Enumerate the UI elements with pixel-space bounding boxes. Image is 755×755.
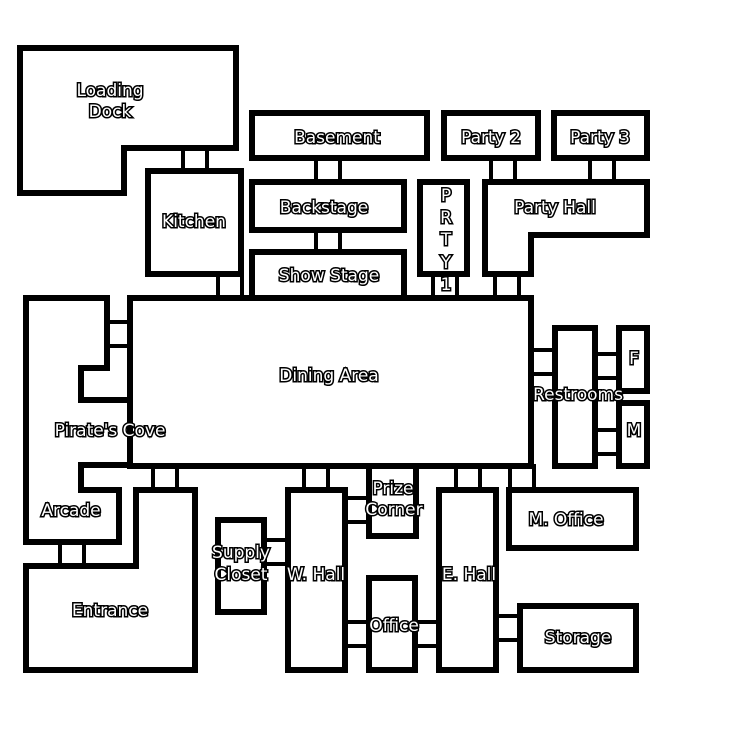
label-basement: Basement: [294, 128, 380, 148]
door-kitchen-dining: [216, 272, 244, 300]
labels: Loading Dock Kitchen Basement Party 2 Pa…: [40, 80, 643, 650]
door-restrooms-m: [593, 428, 621, 456]
room-supply-closet[interactable]: [215, 517, 267, 615]
room-kitchen[interactable]: [145, 168, 244, 277]
room-backstage[interactable]: [249, 179, 407, 233]
label-supply-closet-line1: Supply: [212, 543, 270, 563]
room-entrance[interactable]: [23, 487, 198, 673]
door-basement-backstage: [314, 156, 342, 184]
room-party-1[interactable]: [417, 179, 470, 277]
room-basement[interactable]: [249, 110, 430, 161]
label-restroom-m: M: [627, 421, 642, 441]
room-party-2[interactable]: [441, 110, 541, 161]
label-party-3: Party 3: [570, 128, 630, 148]
label-prize-corner-line2: Corner: [365, 500, 422, 520]
room-m-office[interactable]: [506, 487, 639, 551]
label-party-1-p: P: [441, 186, 451, 206]
door-dining-ehall: [454, 464, 482, 492]
room-w-hall[interactable]: [285, 487, 348, 673]
label-storage: Storage: [545, 628, 612, 648]
label-m-office: M. Office: [528, 510, 603, 530]
door-restrooms-f: [593, 352, 621, 380]
label-prize-corner-line1: Prize: [372, 479, 413, 499]
room-prize-corner[interactable]: [366, 463, 419, 539]
label-dining-area: Dining Area: [279, 366, 378, 386]
label-loading-dock-line1: Loading: [76, 81, 143, 101]
door-dining-whall: [302, 464, 330, 492]
label-loading-dock-line2: Dock: [89, 102, 132, 122]
door-ehall-storage: [494, 614, 522, 642]
room-loading-dock[interactable]: [17, 45, 239, 196]
room-party-3[interactable]: [551, 110, 650, 161]
door-dining-entrance: [151, 464, 179, 492]
door-whall-office: [343, 620, 371, 648]
door-party3-hall: [588, 156, 616, 184]
label-party-1-t: T: [440, 230, 452, 250]
room-show-stage[interactable]: [249, 249, 407, 301]
rooms: [17, 45, 650, 673]
room-restrooms[interactable]: [552, 325, 598, 469]
room-dining-area[interactable]: [127, 295, 534, 469]
door-partyhall-dining: [493, 272, 521, 300]
room-office[interactable]: [366, 575, 418, 673]
label-party-hall: Party Hall: [514, 198, 596, 218]
label-party-1-num: 1: [441, 275, 452, 295]
label-restrooms: Restrooms: [533, 385, 623, 405]
room-e-hall[interactable]: [436, 487, 499, 673]
label-show-stage: Show Stage: [279, 266, 379, 286]
label-e-hall: E. Hall: [442, 565, 496, 585]
label-restroom-f: F: [629, 349, 639, 369]
room-storage[interactable]: [517, 603, 639, 673]
door-party2-hall: [489, 156, 517, 184]
label-supply-closet-line2: Closet: [215, 565, 268, 585]
label-entrance: Entrance: [72, 601, 148, 621]
label-pirates-cove: Pirate's Cove: [55, 421, 166, 441]
room-party-hall[interactable]: [482, 179, 650, 277]
label-w-hall: W. Hall: [287, 565, 345, 585]
label-office: Office: [369, 616, 419, 636]
label-backstage: Backstage: [280, 198, 368, 218]
door-dining-moffice: [508, 464, 536, 492]
room-restroom-m[interactable]: [616, 400, 650, 469]
room-restroom-f[interactable]: [616, 325, 650, 394]
label-arcade: Arcade: [41, 501, 100, 521]
label-party-2: Party 2: [461, 128, 521, 148]
label-kitchen: Kitchen: [162, 212, 226, 232]
label-party-1-r: R: [440, 208, 452, 228]
door-arcade-entrance: [58, 540, 86, 568]
label-party-1-y: Y: [440, 253, 452, 273]
